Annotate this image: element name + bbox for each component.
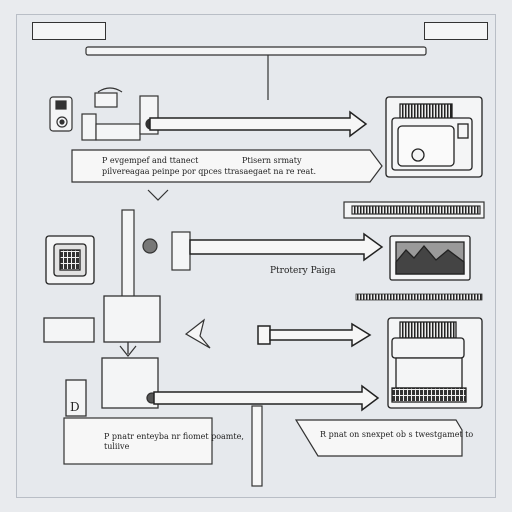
- caption-bottom-right: R pnat on snexpet ob s twestgamet to: [320, 430, 473, 440]
- bar-element-lower: [356, 294, 482, 300]
- top-left-device: [50, 88, 140, 140]
- arrow-row-1: [150, 112, 366, 136]
- bar-element-upper: [344, 202, 484, 218]
- top-bracket: [86, 47, 426, 100]
- caption-bottom-left-line1: P pnatr enteyba nr fiomet poamte,: [104, 432, 244, 442]
- caption-bottom-left-line2: tuliive: [104, 442, 129, 452]
- caption-top-line2: pilvereagaa peinpe por qpces ttrasaegaet…: [102, 167, 316, 177]
- caption-top-line1: P evgempef and ttanect: [102, 156, 198, 166]
- caption-top-right: Ptisern srmaty: [242, 156, 302, 166]
- arrow-row-2: [190, 234, 382, 260]
- side-letter: D: [70, 402, 80, 412]
- left-arrow: [186, 320, 210, 348]
- arrow-row-3: [258, 324, 370, 346]
- bottom-right-device: [388, 318, 482, 408]
- arrow-row-4: [154, 386, 378, 410]
- small-down-arrow: [148, 190, 168, 200]
- mid-label: Ptrotery Paiga: [270, 266, 336, 276]
- middle-right-screen: [390, 236, 470, 280]
- middle-left-device: [46, 236, 94, 284]
- top-right-device: [386, 97, 482, 177]
- caption-banner-top: [72, 150, 382, 182]
